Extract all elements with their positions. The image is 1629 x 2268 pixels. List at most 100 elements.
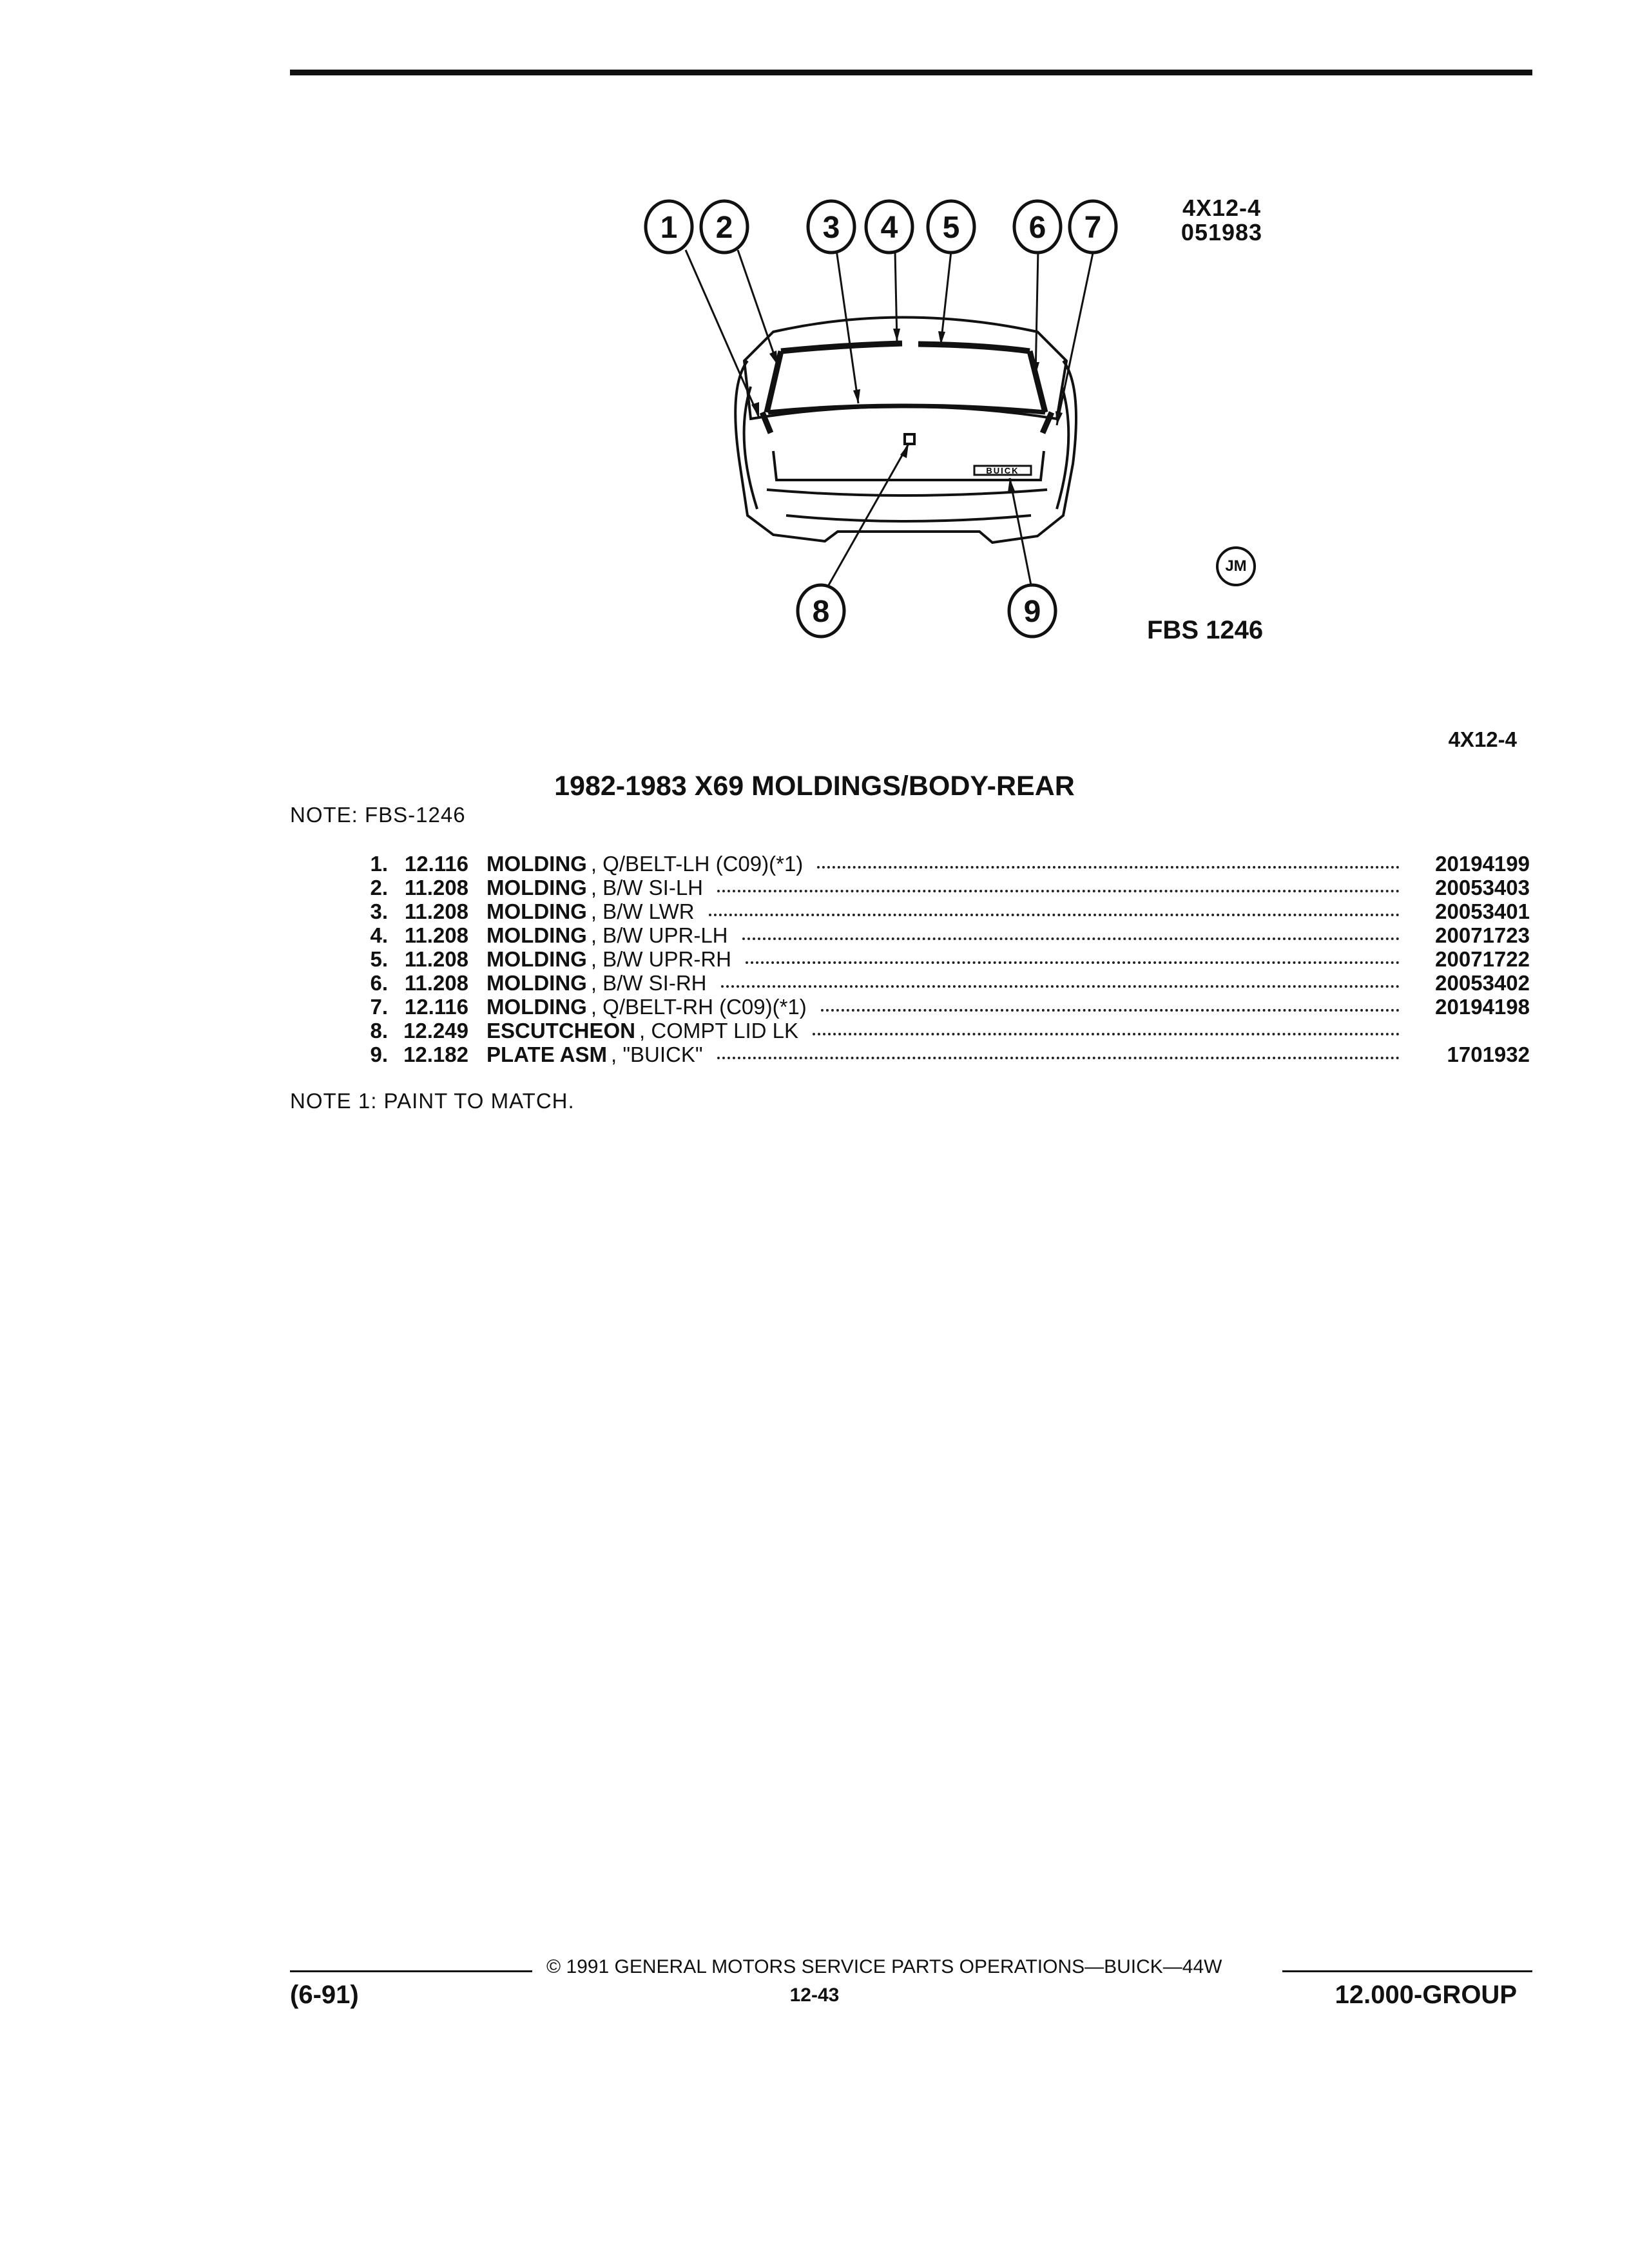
footer-copyright: © 1991 GENERAL MOTORS SERVICE PARTS OPER… [546,1956,1222,1977]
top-rule [290,70,1532,75]
list-item: 8. 12.249 ESCUTCHEON , COMPT LID LK [361,1019,1530,1043]
section-code: 4X12-4 [1448,727,1517,751]
item-number: 4. [370,923,388,947]
item-number: 7. [370,995,388,1019]
trunk-lid [772,450,1045,481]
fbs-label: FBS 1246 [1147,616,1264,644]
item-name: MOLDING [487,947,587,971]
figure-date-code: 051983 [1181,219,1263,245]
molding-upper-rh [918,341,1030,354]
item-code: 12.249 [403,1019,468,1043]
leader-5 [940,251,952,345]
part-number: 20053403 [1435,876,1530,899]
body-side-left [742,386,758,510]
item-desc: , "BUICK" [611,1043,703,1066]
item-name: MOLDING [487,899,587,923]
item-number: 9. [370,1043,388,1066]
callout-9: 9 [1024,595,1041,629]
footer-group: 12.000-GROUP [1335,1981,1517,2009]
dot-leader [820,1009,1400,1012]
list-item: 7. 12.116 MOLDING , Q/BELT-RH (C09)(*1) … [361,995,1530,1019]
item-name: MOLDING [487,971,587,995]
dot-leader [812,1033,1400,1035]
list-item: 2. 11.208 MOLDING , B/W SI-LH 20053403 [361,876,1530,899]
part-number: 20053402 [1435,971,1530,995]
item-desc: , B/W SI-LH [590,876,704,899]
item-desc: , B/W SI-RH [590,971,707,995]
dot-leader [720,985,1400,988]
parts-list: 1. 12.116 MOLDING , Q/BELT-LH (C09)(*1) … [361,852,1530,1066]
item-code: 11.208 [404,923,468,947]
item-name: ESCUTCHEON [487,1019,636,1043]
callout-1: 1 [660,211,678,245]
callout-7: 7 [1084,211,1102,245]
item-desc: , B/W UPR-LH [590,923,728,947]
item-code: 11.208 [404,971,468,995]
item-desc: , Q/BELT-RH (C09)(*1) [590,995,807,1019]
leader-2 [737,249,779,366]
callout-4: 4 [881,211,898,245]
dot-leader [746,961,1400,964]
leader-6 [1034,249,1039,376]
item-number: 5. [370,947,388,971]
item-code: 11.208 [404,947,468,971]
jm-badge: JM [1216,546,1256,586]
item-code: 12.116 [404,852,468,876]
callout-8: 8 [813,595,830,629]
molding-belt-lh [759,411,774,434]
footer-rule-left [290,1970,532,1972]
buick-emblem-text: BUICK [986,466,1019,476]
molding-upper-lh [780,340,903,354]
part-number: 20194199 [1435,852,1530,876]
item-desc: , Q/BELT-LH (C09)(*1) [590,852,804,876]
item-code: 11.208 [404,899,468,923]
dot-leader [717,890,1400,892]
item-number: 3. [370,899,388,923]
body-outline [734,360,1077,544]
item-name: MOLDING [487,995,587,1019]
list-item: 5. 11.208 MOLDING , B/W UPR-RH 20071722 [361,947,1530,971]
item-desc: , B/W UPR-RH [590,947,731,971]
roof-outline [742,316,1068,421]
item-name: MOLDING [487,923,587,947]
item-code: 11.208 [404,876,468,899]
list-item: 1. 12.116 MOLDING , Q/BELT-LH (C09)(*1) … [361,852,1530,876]
page-number: 12-43 [789,1984,840,2006]
item-name: MOLDING [487,876,587,899]
callout-3: 3 [823,211,840,245]
leader-9 [1008,477,1032,586]
rear-body-diagram: BUICK 1 2 3 4 5 [644,199,1118,639]
item-number: 6. [370,971,388,995]
bumper-line [766,488,1048,497]
figure-code: 4X12-4 [1182,195,1262,221]
item-name: MOLDING [487,852,587,876]
dot-leader [717,1057,1400,1059]
item-code: 12.116 [404,995,468,1019]
part-number: 20071723 [1435,923,1530,947]
body-side-right [1055,386,1070,510]
dot-leader [708,914,1400,916]
lower-bumper [786,514,1032,523]
leader-1 [684,249,760,418]
note-top: NOTE: FBS-1246 [290,803,466,827]
escutcheon [903,433,916,445]
molding-lower [767,403,1046,415]
part-number: 20071722 [1435,947,1530,971]
callout-2: 2 [716,211,733,245]
item-number: 2. [370,876,388,899]
item-number: 8. [370,1019,388,1043]
molding-side-rh [1027,350,1048,414]
part-number: 20053401 [1435,899,1530,923]
dot-leader [742,937,1400,940]
dot-leader [817,866,1400,869]
list-item: 3. 11.208 MOLDING , B/W LWR 20053401 [361,899,1530,923]
molding-side-lh [764,350,784,414]
item-name: PLATE ASM [487,1043,607,1066]
buick-emblem [973,465,1032,476]
list-item: 9. 12.182 PLATE ASM , "BUICK" 1701932 [361,1043,1530,1066]
footer-rule-right [1282,1970,1532,1972]
list-item: 4. 11.208 MOLDING , B/W UPR-LH 20071723 [361,923,1530,947]
part-number: 1701932 [1447,1043,1530,1066]
item-code: 12.182 [403,1043,468,1066]
part-number: 20194198 [1435,995,1530,1019]
